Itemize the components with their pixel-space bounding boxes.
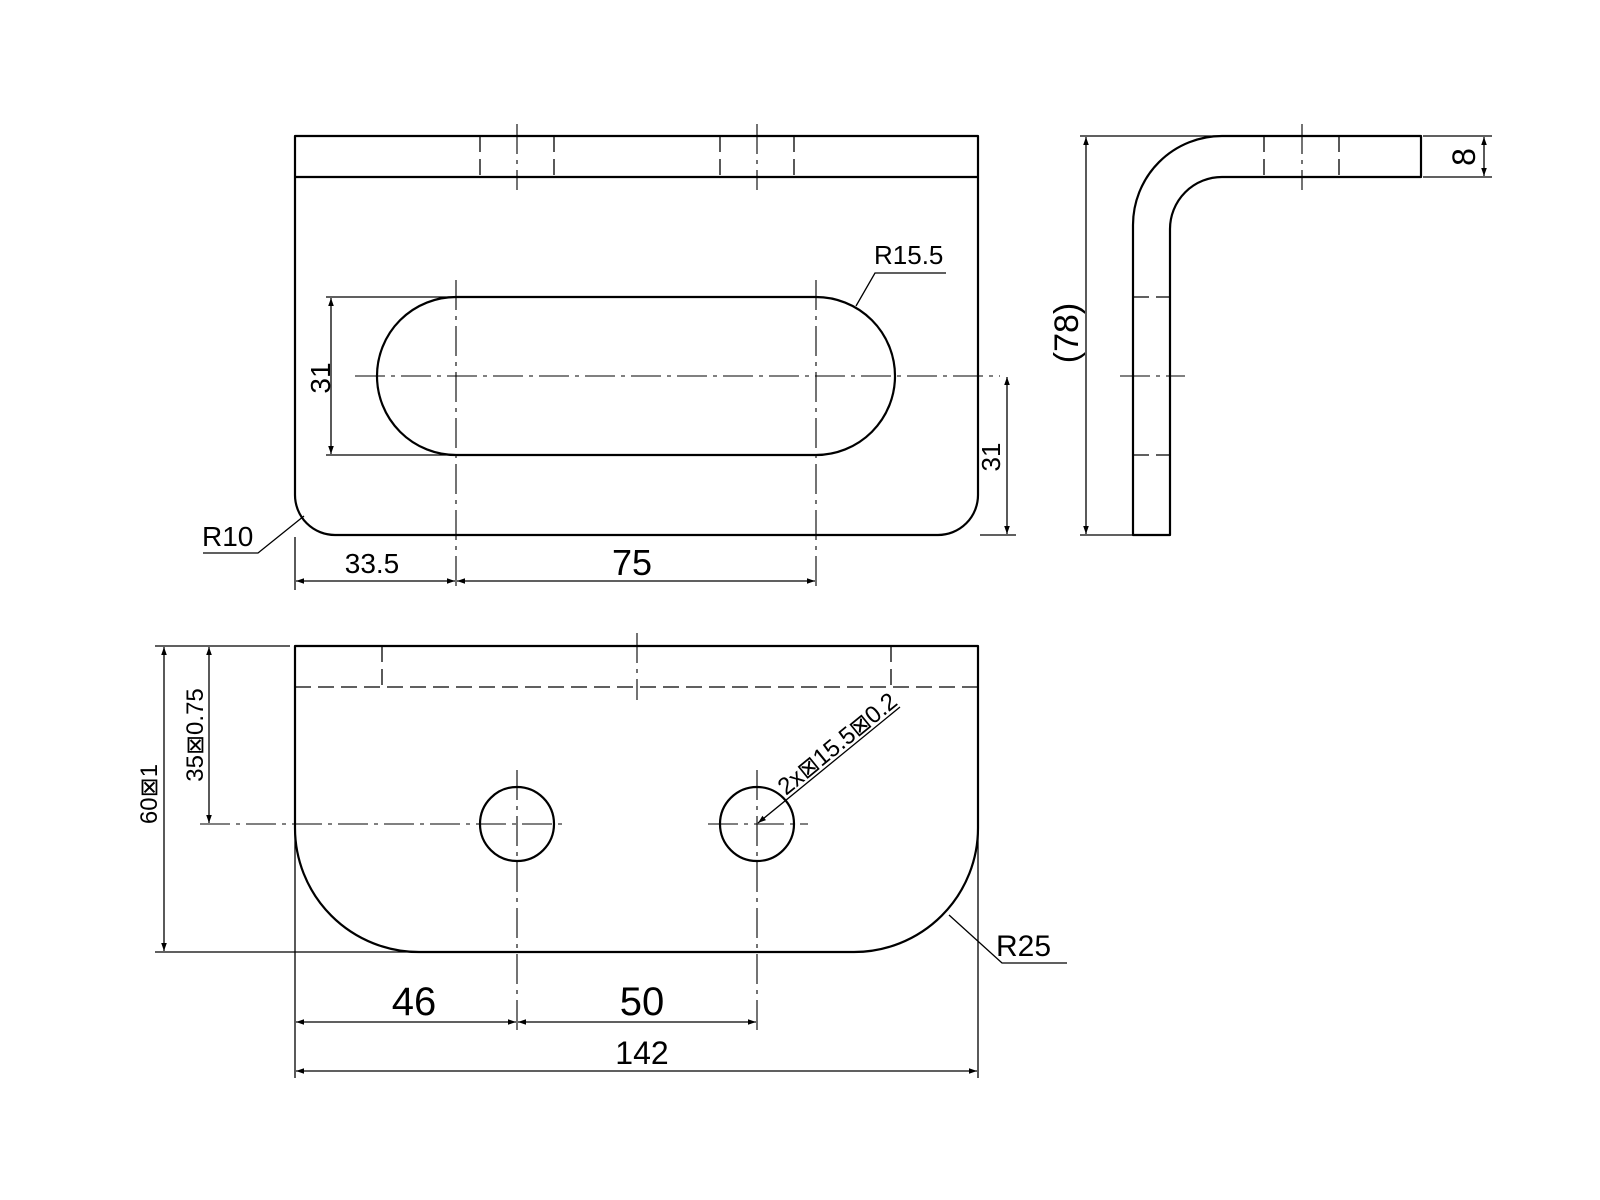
- top-view-outline: [293, 644, 980, 954]
- dim-hole-x-offset: 46: [392, 980, 437, 1024]
- front-view: 31 31 R15.5 R10 33.5 75: [202, 124, 1016, 590]
- leader-hole-callout: [757, 706, 901, 824]
- dim-slot-center-height: 31: [976, 443, 1006, 472]
- leader-corner-radius: [948, 914, 1067, 964]
- dim-slot-offset: 33.5: [345, 548, 400, 579]
- dim-slot-length: 75: [612, 542, 652, 583]
- dim-height-reference: (78): [1048, 303, 1086, 363]
- dim-width-tolerance: 60⊠1: [136, 764, 163, 824]
- dim-hole-offset-tolerance: 35⊠0.75: [182, 688, 209, 782]
- leader-corner-radius: [203, 515, 305, 554]
- dim-overall-length: 142: [615, 1035, 668, 1071]
- front-view-outline: [293, 134, 980, 537]
- dim-hole-callout: 2x⊠15.5⊠0.2: [773, 688, 903, 801]
- dim-thickness: 8: [1446, 148, 1482, 166]
- dim-slot-radius: R15.5: [874, 240, 943, 270]
- top-view: 60⊠1 35⊠0.75 2x⊠15.5⊠0.2 R25 46 50 142: [136, 633, 1067, 1078]
- dim-hole-spacing: 50: [620, 980, 665, 1024]
- leader-slot-radius: [855, 272, 946, 307]
- dim-corner-radius-top: R25: [996, 930, 1051, 963]
- dim-slot-width: 31: [305, 362, 336, 393]
- side-view-outline: [1131, 134, 1423, 537]
- dim-corner-radius-front: R10: [202, 521, 253, 552]
- side-view: (78) 8: [1048, 124, 1492, 537]
